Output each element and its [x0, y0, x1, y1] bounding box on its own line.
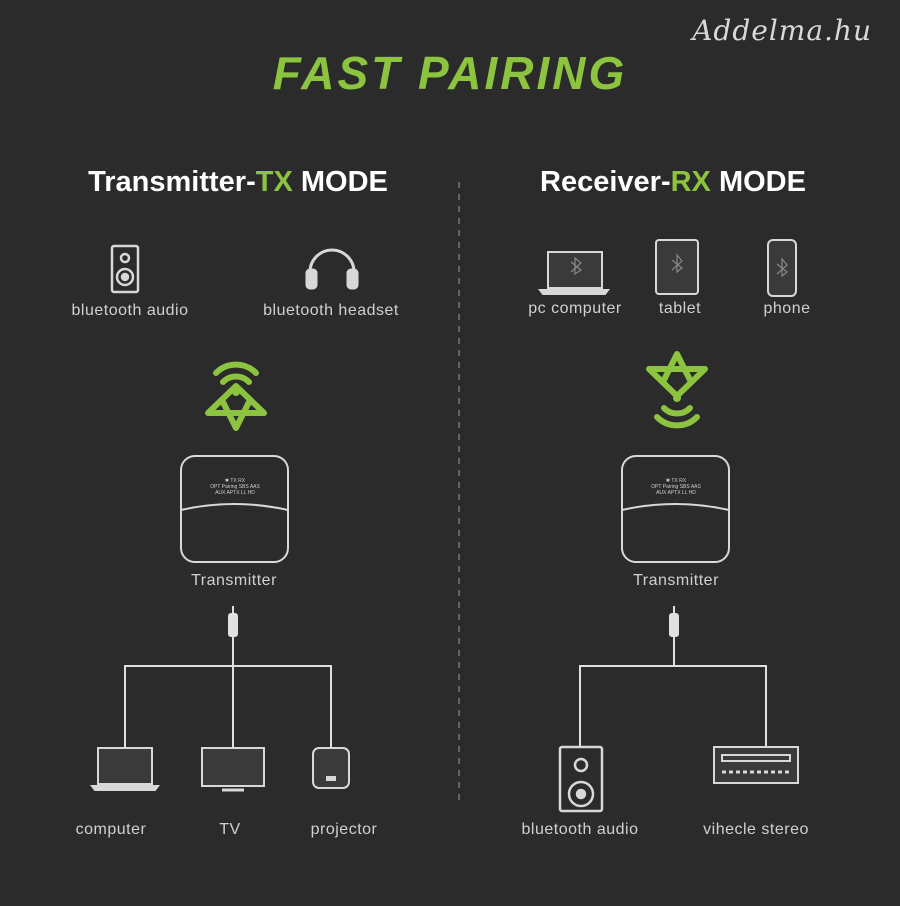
projector-icon	[312, 747, 350, 789]
tx-panel-row2: OPT Pairing SBS AAS	[210, 484, 260, 490]
tx-mode-heading: Transmitter-TX MODE	[0, 166, 476, 199]
tx-device-label: Transmitter	[191, 572, 277, 589]
tx-top-label-bluetooth-audio: bluetooth audio	[71, 302, 189, 319]
tablet-icon	[655, 239, 699, 295]
phone-icon	[767, 239, 797, 297]
rx-heading-accent: RX	[670, 166, 711, 198]
tx-bottom-label-computer: computer	[75, 821, 147, 838]
tx-transmitter-device	[180, 455, 289, 563]
rx-heading-prefix: Receiver-	[540, 166, 671, 198]
rx-mode-heading: Receiver-RX MODE	[468, 166, 878, 199]
rx-bottom-label-vehicle-stereo: vihecle stereo	[703, 821, 809, 838]
rx-device-label: Transmitter	[633, 572, 719, 589]
tx-panel-row1: ✱ TX RX	[224, 478, 246, 484]
headphones-icon	[305, 248, 359, 290]
tx-aux-cable	[124, 606, 332, 748]
tx-heading-accent: TX	[255, 166, 293, 198]
bluetooth-receive-icon	[646, 351, 708, 429]
laptop-icon	[90, 747, 160, 791]
speaker-large-icon	[558, 745, 604, 813]
tx-top-label-bluetooth-headset: bluetooth headset	[263, 302, 399, 319]
rx-top-label-pc-computer: pc computer	[528, 300, 622, 317]
bluetooth-broadcast-icon	[205, 361, 267, 431]
tx-heading-prefix: Transmitter-	[88, 166, 256, 198]
watermark: Addelma.hu	[692, 14, 872, 47]
rx-panel-row3: AUX APTX LL HD	[656, 490, 696, 496]
tx-device-panel: ✱ TX RX OPT Pairing SBS AAS AUX APTX LL …	[198, 478, 272, 496]
rx-transmitter-device	[621, 455, 730, 563]
page-title: FAST PAIRING	[272, 47, 628, 99]
rx-aux-cable	[579, 606, 767, 748]
rx-panel-row2: OPT Pairing SBS AAS	[651, 484, 701, 490]
tx-bottom-label-projector: projector	[310, 821, 378, 838]
tx-bottom-label-tv: TV	[219, 821, 241, 838]
rx-top-label-phone: phone	[763, 300, 811, 317]
rx-bottom-label-bluetooth-audio: bluetooth audio	[521, 821, 639, 838]
rx-heading-suffix: MODE	[710, 166, 806, 198]
rx-top-label-tablet: tablet	[658, 300, 702, 317]
rx-panel-row1: ✱ TX RX	[665, 478, 687, 484]
tx-heading-suffix: MODE	[292, 166, 388, 198]
tx-panel-row3: AUX APTX LL HD	[215, 490, 255, 496]
car-stereo-icon	[713, 746, 799, 784]
speaker-icon	[110, 244, 140, 294]
tv-icon	[201, 747, 265, 792]
pc-laptop-icon	[538, 251, 610, 295]
rx-device-panel: ✱ TX RX OPT Pairing SBS AAS AUX APTX LL …	[639, 478, 713, 496]
